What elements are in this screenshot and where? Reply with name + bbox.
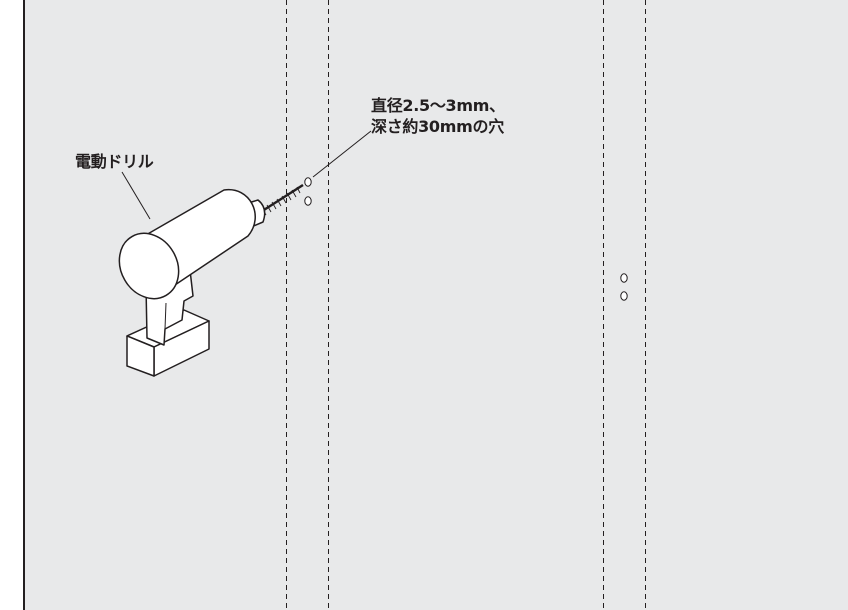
hole-marker [620, 273, 628, 283]
drill-label: 電動ドリル [75, 152, 154, 171]
stud-guide-lines [286, 0, 646, 610]
hole-marker [304, 196, 312, 206]
drill-handle-edge [164, 302, 167, 330]
pilot-holes [304, 177, 628, 301]
hole-marker [620, 291, 628, 301]
hole-leader-line [312, 130, 372, 178]
electric-drill-icon [118, 183, 304, 377]
drill-leader-line [121, 171, 151, 220]
hole-spec-line-1: 直径2.5～3mm、 [371, 96, 505, 115]
hole-marker [304, 177, 312, 187]
hole-spec-label: 直径2.5～3mm、 深さ約30mmの穴 [371, 95, 505, 137]
drill-rear-cap [118, 232, 180, 300]
drill-battery-front [126, 335, 155, 377]
hole-spec-line-2: 深さ約30mmの穴 [371, 117, 504, 136]
